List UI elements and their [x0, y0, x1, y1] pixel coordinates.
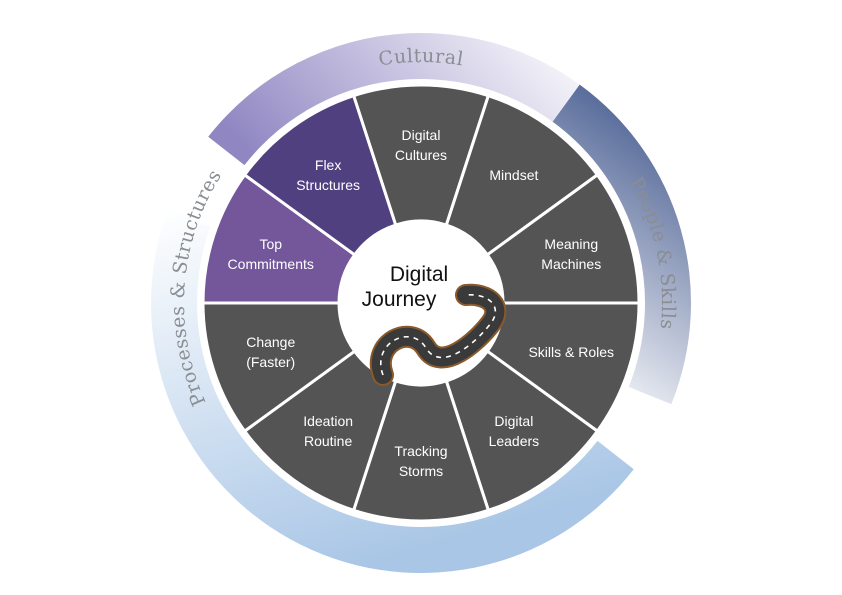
center-title-line1: Digital: [390, 263, 448, 286]
segment-label: Change: [246, 334, 295, 350]
wheel-segment-shape: [351, 379, 491, 523]
wheel-segment-shape: [351, 83, 491, 227]
segment-label: Tracking: [394, 443, 447, 459]
segment-label: Cultures: [395, 147, 447, 163]
wheel-segment-shape: [201, 301, 357, 434]
segment-label: (Faster): [246, 354, 295, 370]
wheel-segment-shape: [485, 172, 641, 305]
wheel-segment-shape: [201, 172, 357, 305]
segment-label: Skills & Roles: [528, 344, 614, 360]
road-icon: [369, 283, 507, 386]
arc-band-processes-structures: [150, 210, 634, 574]
segment-label: Top: [259, 236, 282, 252]
segment-label: Meaning: [544, 236, 598, 252]
arc-bands: [150, 33, 691, 574]
segment-label: Structures: [296, 177, 360, 193]
center-title-line2: Journey: [362, 288, 437, 311]
segment-label: Leaders: [489, 433, 540, 449]
segment-label: Digital: [402, 127, 441, 143]
wheel-segment: Change (Faster): [201, 301, 357, 434]
wheel-segment-shape: [242, 93, 398, 257]
segment-label: Digital: [494, 413, 533, 429]
segment-label: Storms: [399, 463, 443, 479]
segment-label: Routine: [304, 433, 352, 449]
center-hub: Digital Journey: [341, 223, 507, 386]
segment-label: Machines: [541, 256, 601, 272]
arc-band-people-skills: [552, 84, 691, 405]
wheel-segment-shape: [444, 93, 600, 257]
segment-label: Flex: [315, 157, 341, 173]
segment-label: Mindset: [489, 167, 538, 183]
arc-label-cultural: Cultural: [377, 45, 465, 71]
wheel-segment-shape: [444, 349, 600, 513]
road-lane-marking: [380, 294, 497, 376]
wheel-segment: Mindset: [444, 93, 600, 257]
arc-band-cultural: [208, 33, 616, 166]
wheel-segments: DigitalCulturesMindsetMeaningMachinesSki…: [201, 83, 641, 523]
segment-label: Commitments: [228, 256, 314, 272]
segment-label: Ideation: [303, 413, 353, 429]
